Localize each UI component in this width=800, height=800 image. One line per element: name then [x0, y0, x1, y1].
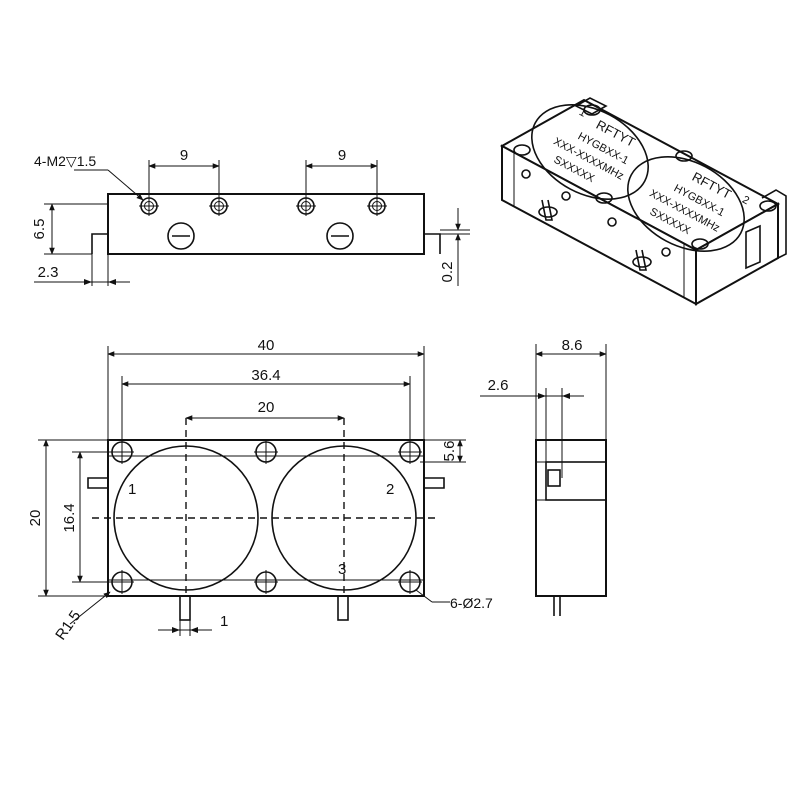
port-2-pin	[424, 477, 445, 489]
port-3-pin	[337, 595, 349, 621]
iso-mount-hole	[513, 144, 531, 156]
overall-length-label: 40	[258, 337, 275, 354]
iso-tab	[574, 97, 608, 115]
tuning-screw-icon	[326, 222, 354, 250]
side-pin	[547, 469, 561, 487]
iso-side-hole	[561, 191, 571, 201]
threaded-hole	[139, 196, 159, 216]
tab-depth-label: 2.6	[488, 377, 509, 394]
top-view-body	[107, 193, 425, 255]
port-1-label: 1	[128, 481, 136, 498]
port-1-pin	[87, 477, 108, 489]
depth-label: 8.6	[562, 337, 583, 354]
tab-offset-label: 2.3	[38, 264, 59, 281]
top-view-right-tab	[424, 233, 441, 254]
overall-height-label: 20	[27, 510, 44, 527]
depth-symbol-icon: ▽	[66, 153, 77, 169]
mount-holes-label: 6-Ø2.7	[450, 595, 493, 611]
pitch-left-label: 9	[180, 147, 188, 164]
iso-pin-base	[538, 206, 558, 218]
height-label: 6.5	[31, 219, 48, 240]
iso-side-hole	[661, 247, 671, 257]
hole-inset-label: 5.6	[441, 441, 458, 462]
corner-radius-label: R1.5	[52, 608, 84, 644]
side-view: 8.6 2.6	[480, 337, 607, 616]
iso-side-hole	[521, 169, 531, 179]
thread-callout-label: 4-M2	[34, 153, 66, 169]
iso-pin	[635, 249, 647, 271]
top-view-left-tab	[91, 233, 108, 254]
tuning-screw-icon	[167, 222, 195, 250]
iso-port-1: 1	[577, 106, 588, 119]
mount-hole-icon	[254, 570, 278, 594]
iso-label-disc	[531, 104, 649, 200]
hole-vertical-label: 16.4	[61, 503, 78, 532]
tab-gap-label: 0.2	[439, 262, 456, 283]
iso-pin	[541, 199, 553, 221]
iso-mount-hole	[691, 238, 709, 250]
iso-label-disc	[627, 156, 745, 252]
pitch-right-label: 9	[338, 147, 346, 164]
port-3-label: 3	[338, 561, 346, 578]
iso-mount-hole	[759, 200, 777, 212]
threaded-hole	[296, 196, 316, 216]
iso-pin-base	[632, 256, 652, 268]
port-3-pin	[179, 595, 191, 621]
svg-text:4-M2▽1.5: 4-M2▽1.5	[34, 153, 96, 169]
threaded-hole	[209, 196, 229, 216]
hole-spacing-label: 36.4	[251, 367, 280, 384]
iso-view: RFTYT HYGBXX-1 XXX-XXXXMHz SXXXXX 1 RFTY…	[499, 97, 787, 306]
mount-hole-icon	[254, 440, 278, 464]
iso-mount-hole	[675, 150, 693, 162]
side-tab	[545, 461, 607, 501]
iso-port-2: 2	[740, 194, 751, 207]
port-spacing-label: 20	[258, 399, 275, 416]
side-view-body	[535, 439, 607, 597]
iso-tab	[745, 224, 761, 270]
mount-hole-icon	[398, 570, 422, 594]
thread-depth-label: 1.5	[77, 153, 97, 169]
threaded-hole	[367, 196, 387, 216]
iso-side-hole	[607, 217, 617, 227]
port-2-label: 2	[386, 481, 394, 498]
pin-width-label: 1	[220, 613, 228, 630]
iso-tab	[761, 189, 787, 259]
top-view: 9 9 4-M2▽1.5 6.5 2.3 0.2	[31, 147, 470, 286]
front-view: 1 2 3 40 36.4 20 5.6 20 16.4 R1.5	[27, 337, 493, 643]
